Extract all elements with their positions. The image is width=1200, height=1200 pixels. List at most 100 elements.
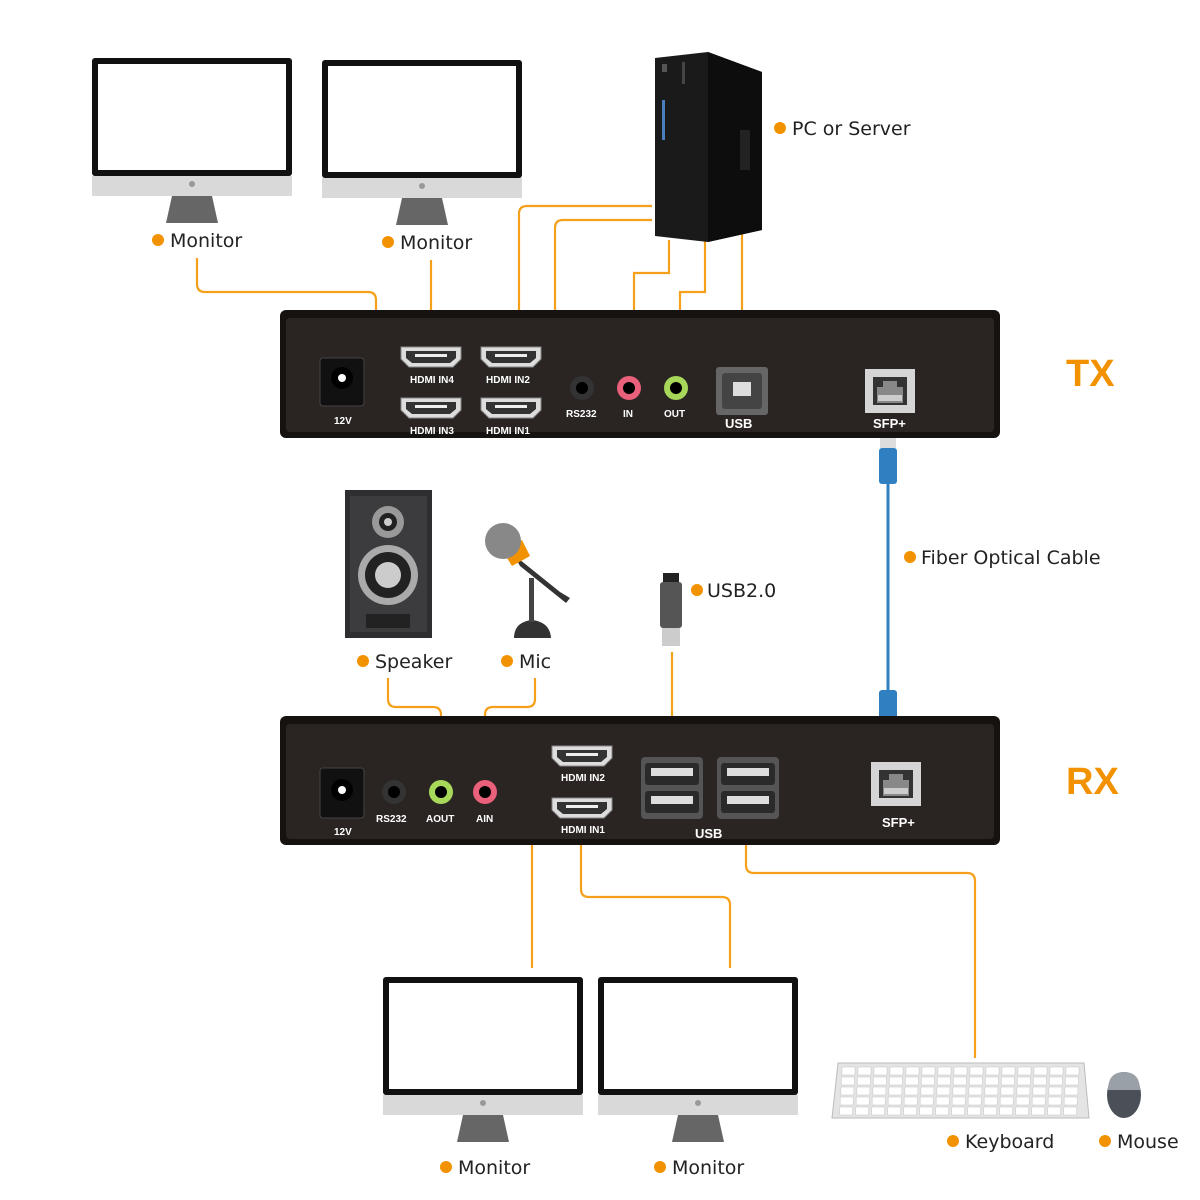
- keyboard-key: [1049, 1076, 1063, 1086]
- label-monitor-bottom-1: Monitor: [458, 1157, 530, 1179]
- tx-label-hdmi-in4: HDMI IN4: [410, 375, 454, 386]
- keyboard-key: [904, 1086, 919, 1096]
- rx-usb-port-1: [641, 757, 703, 819]
- keyboard-key: [999, 1096, 1014, 1106]
- keyboard-key: [887, 1106, 901, 1116]
- tx-title: TX: [1066, 353, 1115, 395]
- microphone: [485, 523, 570, 638]
- tx-label-hdmi-in2: HDMI IN2: [486, 375, 530, 386]
- keyboard-key: [841, 1066, 856, 1076]
- keyboard-key: [937, 1076, 951, 1086]
- keyboard-key: [967, 1096, 982, 1106]
- keyboard-key: [919, 1106, 933, 1116]
- keyboard-key: [968, 1086, 983, 1096]
- keyboard-key: [1047, 1096, 1062, 1106]
- tx-sfp-port: [865, 369, 915, 413]
- monitor-bottom-2: [598, 977, 798, 1142]
- keyboard-key: [935, 1096, 950, 1106]
- keyboard-key: [1016, 1086, 1031, 1096]
- keyboard-key: [889, 1066, 904, 1076]
- rx-label-rs232: RS232: [376, 814, 407, 825]
- rx-sfp-port: [871, 762, 921, 806]
- keyboard-key: [983, 1106, 997, 1116]
- keyboard-key: [985, 1066, 1000, 1076]
- keyboard-key: [921, 1066, 936, 1076]
- keyboard-key: [1064, 1086, 1079, 1096]
- keyboard-key: [856, 1086, 871, 1096]
- rx-label-12v: 12V: [334, 827, 352, 838]
- label-monitor-bottom-2: Monitor: [672, 1157, 744, 1179]
- rx-hdmi-in1-port: [551, 797, 613, 819]
- rx-label-hdmi-in2: HDMI IN2: [561, 773, 605, 784]
- label-fiber: Fiber Optical Cable: [921, 547, 1101, 569]
- label-mic: Mic: [519, 651, 551, 673]
- keyboard-key: [935, 1106, 949, 1116]
- keyboard-key: [1000, 1086, 1015, 1096]
- keyboard-key: [984, 1086, 999, 1096]
- tx-port-12v: 12V: [334, 416, 352, 427]
- keyboard-key: [1049, 1066, 1064, 1076]
- keyboard-key: [951, 1096, 966, 1106]
- keyboard-key: [872, 1086, 887, 1096]
- keyboard-key: [1017, 1076, 1031, 1086]
- keyboard-key: [888, 1086, 903, 1096]
- keyboard: [831, 1062, 1090, 1119]
- keyboard-key: [1063, 1106, 1077, 1116]
- keyboard-key: [871, 1096, 886, 1106]
- keyboard-key: [936, 1086, 951, 1096]
- keyboard-key: [1031, 1096, 1046, 1106]
- monitor-bottom-1: [383, 977, 583, 1142]
- tx-device: 12V HDMI IN4 HDMI IN2 HDMI IN3 HDMI IN1 …: [280, 310, 1000, 438]
- keyboard-key: [839, 1096, 854, 1106]
- label-keyboard: Keyboard: [965, 1131, 1054, 1153]
- keyboard-key: [871, 1106, 885, 1116]
- rx-title: RX: [1066, 761, 1119, 803]
- label-monitor-top-1: Monitor: [170, 230, 242, 252]
- rx-usb-port-2: [717, 757, 779, 819]
- keyboard-key: [889, 1076, 903, 1086]
- keyboard-key: [1048, 1086, 1063, 1096]
- keyboard-key: [840, 1086, 855, 1096]
- monitor-top-1: [92, 58, 292, 223]
- keyboard-key: [1032, 1086, 1047, 1096]
- keyboard-key: [903, 1096, 918, 1106]
- tx-hdmi-in2-port: [480, 346, 542, 368]
- keyboard-key: [967, 1106, 981, 1116]
- tx-label-out: OUT: [664, 409, 685, 420]
- keyboard-key: [920, 1086, 935, 1096]
- keyboard-key: [969, 1076, 983, 1086]
- tx-label-in: IN: [623, 409, 633, 420]
- label-speaker: Speaker: [375, 651, 452, 673]
- keyboard-key: [951, 1106, 965, 1116]
- tx-hdmi-in4-port: [400, 346, 462, 368]
- keyboard-key: [905, 1066, 920, 1076]
- keyboard-key: [841, 1076, 855, 1086]
- pc-tower: [655, 52, 762, 242]
- keyboard-key: [952, 1086, 967, 1096]
- keyboard-key: [921, 1076, 935, 1086]
- tx-label-hdmi-in1: HDMI IN1: [486, 426, 530, 437]
- keyboard-key: [855, 1106, 869, 1116]
- keyboard-key: [873, 1066, 888, 1076]
- keyboard-key: [919, 1096, 934, 1106]
- keyboard-key: [983, 1096, 998, 1106]
- keyboard-key: [1047, 1106, 1061, 1116]
- keyboard-key: [1015, 1096, 1030, 1106]
- label-usb-stick: USB2.0: [707, 580, 776, 602]
- keyboard-key: [887, 1096, 902, 1106]
- keyboard-key: [1017, 1066, 1032, 1076]
- keyboard-key: [969, 1066, 984, 1076]
- rx-hdmi-in2-port: [551, 745, 613, 767]
- keyboard-key: [937, 1066, 952, 1076]
- rx-label-usb: USB: [695, 826, 722, 841]
- keyboard-key: [953, 1066, 968, 1076]
- label-mouse: Mouse: [1117, 1131, 1179, 1153]
- tx-label-rs232: RS232: [566, 409, 597, 420]
- usb-stick: [660, 573, 682, 646]
- keyboard-key: [839, 1106, 853, 1116]
- keyboard-key: [1033, 1066, 1048, 1076]
- keyboard-key: [1001, 1066, 1016, 1076]
- rx-label-ain: AIN: [476, 814, 493, 825]
- tx-label-usb: USB: [725, 416, 752, 431]
- keyboard-key: [857, 1066, 872, 1076]
